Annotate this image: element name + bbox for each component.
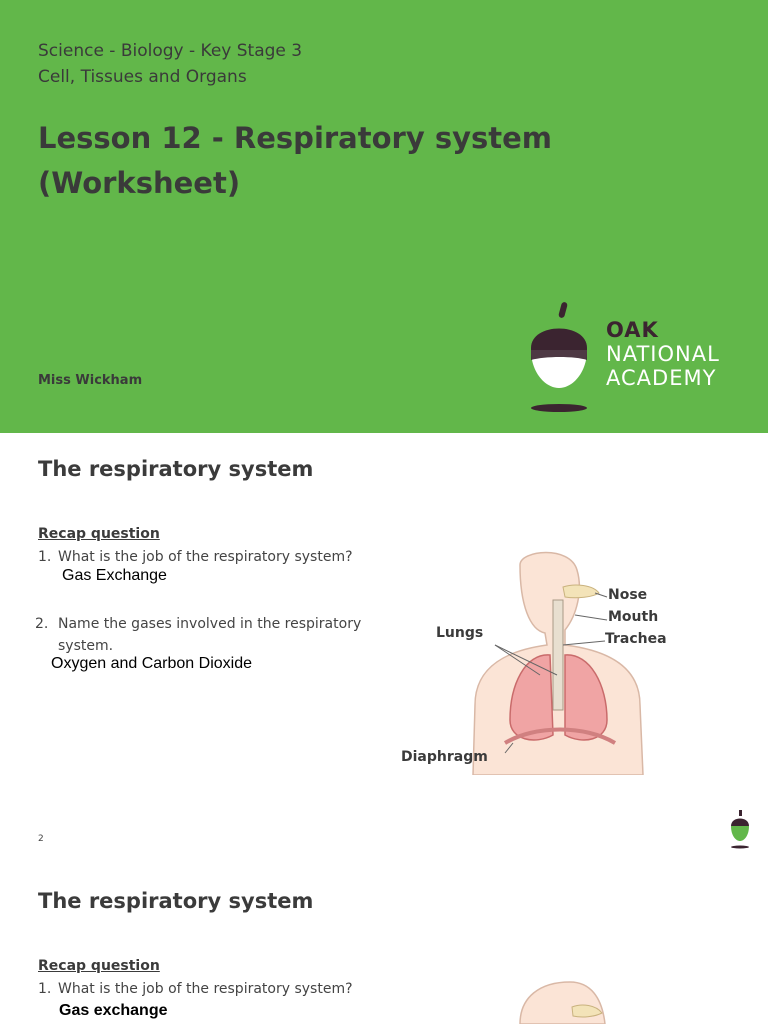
label-lungs: Lungs xyxy=(436,625,484,641)
acorn-icon xyxy=(731,810,749,849)
answer-2[interactable]: Oxygen and Carbon Dioxide xyxy=(51,655,253,672)
answer-1[interactable]: Gas exchange xyxy=(59,1002,168,1019)
respiratory-system-diagram xyxy=(472,551,644,775)
subject-line: Science - Biology - Key Stage 3 xyxy=(38,41,303,61)
worksheet-slide-3: The respiratory system Recap question 1.… xyxy=(0,865,768,1024)
page-number: 2 xyxy=(38,834,44,844)
label-diaphragm: Diaphragm xyxy=(401,749,488,765)
question-1-text: What is the job of the respiratory syste… xyxy=(58,981,353,997)
teacher-name: Miss Wickham xyxy=(38,373,143,388)
subject-heading: Science - Biology - Key Stage 3 Cell, Ti… xyxy=(38,38,302,90)
question-1-number: 1. xyxy=(38,981,52,997)
slide-heading: The respiratory system xyxy=(38,889,314,913)
recap-title: Recap question xyxy=(38,958,160,974)
question-1: 1. What is the job of the respiratory sy… xyxy=(38,546,418,568)
logo-word-academy: ACADEMY xyxy=(606,366,717,390)
slide-heading: The respiratory system xyxy=(38,457,314,481)
lesson-title-line1: Lesson 12 - Respiratory system xyxy=(38,121,553,155)
logo-word-national: NATIONAL xyxy=(606,342,720,366)
question-2-text-line1: Name the gases involved in the respirato… xyxy=(58,616,362,632)
question-1: 1. What is the job of the respiratory sy… xyxy=(38,978,418,1000)
title-slide: Science - Biology - Key Stage 3 Cell, Ti… xyxy=(0,0,768,433)
oak-logo-text: OAK NATIONAL ACADEMY xyxy=(606,318,720,390)
respiratory-system-diagram xyxy=(519,981,606,1024)
answer-1[interactable]: Gas Exchange xyxy=(62,567,167,584)
worksheet-slide-2: The respiratory system Recap question 1.… xyxy=(0,433,768,865)
label-mouth: Mouth xyxy=(608,609,659,625)
label-nose: Nose xyxy=(608,587,648,603)
lesson-title-line2: (Worksheet) xyxy=(38,166,241,200)
question-2: 2. Name the gases involved in the respir… xyxy=(35,613,415,657)
lesson-title: Lesson 12 - Respiratory system (Workshee… xyxy=(38,116,598,206)
recap-title: Recap question xyxy=(38,526,160,542)
question-1-text: What is the job of the respiratory syste… xyxy=(58,549,353,565)
acorn-icon xyxy=(531,302,587,412)
logo-word-oak: OAK xyxy=(606,318,659,342)
question-1-number: 1. xyxy=(38,549,52,565)
label-trachea: Trachea xyxy=(605,631,667,647)
unit-line: Cell, Tissues and Organs xyxy=(38,67,247,87)
question-2-text-line2: system. xyxy=(58,638,114,654)
question-2-number: 2. xyxy=(35,616,49,632)
